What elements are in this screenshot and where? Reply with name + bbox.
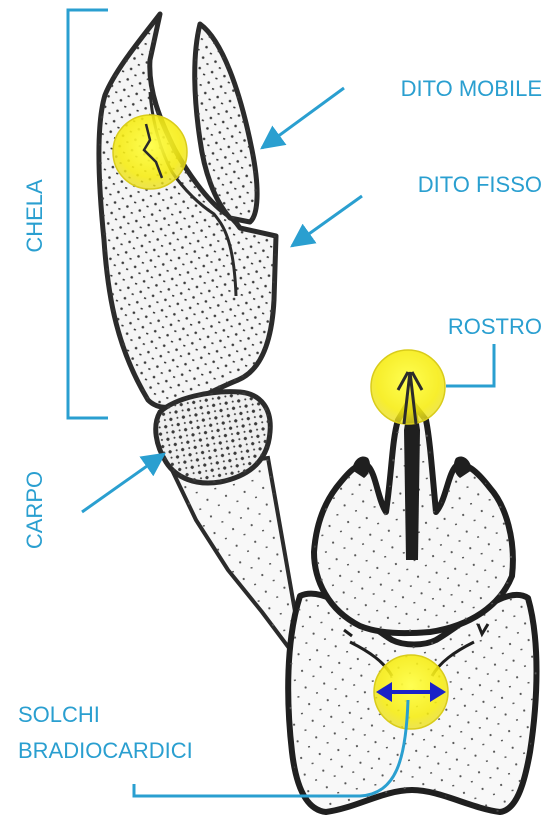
- dito-fisso-arrow: [292, 196, 362, 246]
- claw-illustration: [99, 14, 300, 652]
- carpo-arrow: [82, 454, 164, 512]
- merus-texture: [172, 458, 300, 652]
- label-solchi-line1: SOLCHI: [18, 702, 100, 727]
- label-solchi-line2: BRADIOCARDICI: [18, 738, 193, 763]
- rostro-leader: [446, 344, 494, 386]
- dito-mobile-arrow: [262, 88, 344, 148]
- label-dito-fisso: DITO FISSO: [418, 172, 542, 197]
- label-dito-mobile: DITO MOBILE: [401, 76, 542, 101]
- label-rostro: ROSTRO: [448, 314, 542, 339]
- highlight-dito-mobile: [113, 115, 187, 189]
- head-illustration: [288, 378, 536, 812]
- label-carpo: CARPO: [22, 471, 47, 549]
- label-chela: CHELA: [22, 179, 47, 253]
